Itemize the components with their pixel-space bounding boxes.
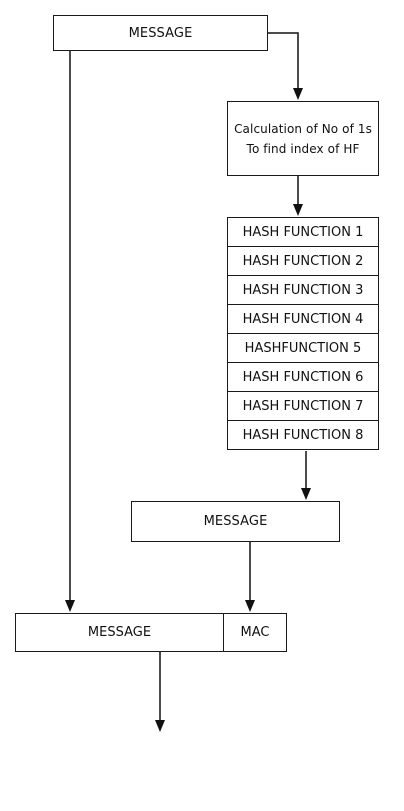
- final-message-cell: MESSAGE: [16, 614, 224, 651]
- hash-function-5: HASHFUNCTION 5: [228, 334, 378, 363]
- calculation-line-2: To find index of HF: [246, 141, 360, 156]
- final-output-box: MESSAGE MAC: [15, 613, 287, 652]
- hash-function-4: HASH FUNCTION 4: [228, 305, 378, 334]
- mac-cell: MAC: [224, 614, 286, 651]
- hash-function-7: HASH FUNCTION 7: [228, 392, 378, 421]
- hash-function-stack: HASH FUNCTION 1 HASH FUNCTION 2 HASH FUN…: [227, 217, 379, 450]
- hash-function-6: HASH FUNCTION 6: [228, 363, 378, 392]
- arrow-message-to-calculation: [268, 32, 299, 90]
- hash-function-1: HASH FUNCTION 1: [228, 218, 378, 247]
- arrowhead-middle-message: [301, 488, 311, 500]
- hash-function-8: HASH FUNCTION 8: [242, 427, 364, 443]
- calculation-line-1: Calculation of No of 1s: [234, 121, 372, 136]
- top-message-label: MESSAGE: [128, 25, 193, 41]
- final-message-label: MESSAGE: [87, 625, 152, 640]
- arrowhead-hash-functions: [293, 204, 303, 216]
- hash-function-2: HASH FUNCTION 2: [228, 247, 378, 276]
- arrowhead-output: [155, 720, 165, 732]
- hash-function-3: HASH FUNCTION 3: [228, 276, 378, 305]
- middle-message-label: MESSAGE: [203, 514, 268, 529]
- arrowhead-mac: [245, 600, 255, 612]
- arrowhead-final-message: [65, 600, 75, 612]
- calculation-box: Calculation of No of 1s To find index of…: [227, 101, 379, 176]
- arrowhead-calculation: [293, 88, 303, 100]
- middle-message-box: MESSAGE: [131, 501, 340, 542]
- top-message-box: MESSAGE: [53, 15, 268, 51]
- mac-label: MAC: [240, 625, 270, 640]
